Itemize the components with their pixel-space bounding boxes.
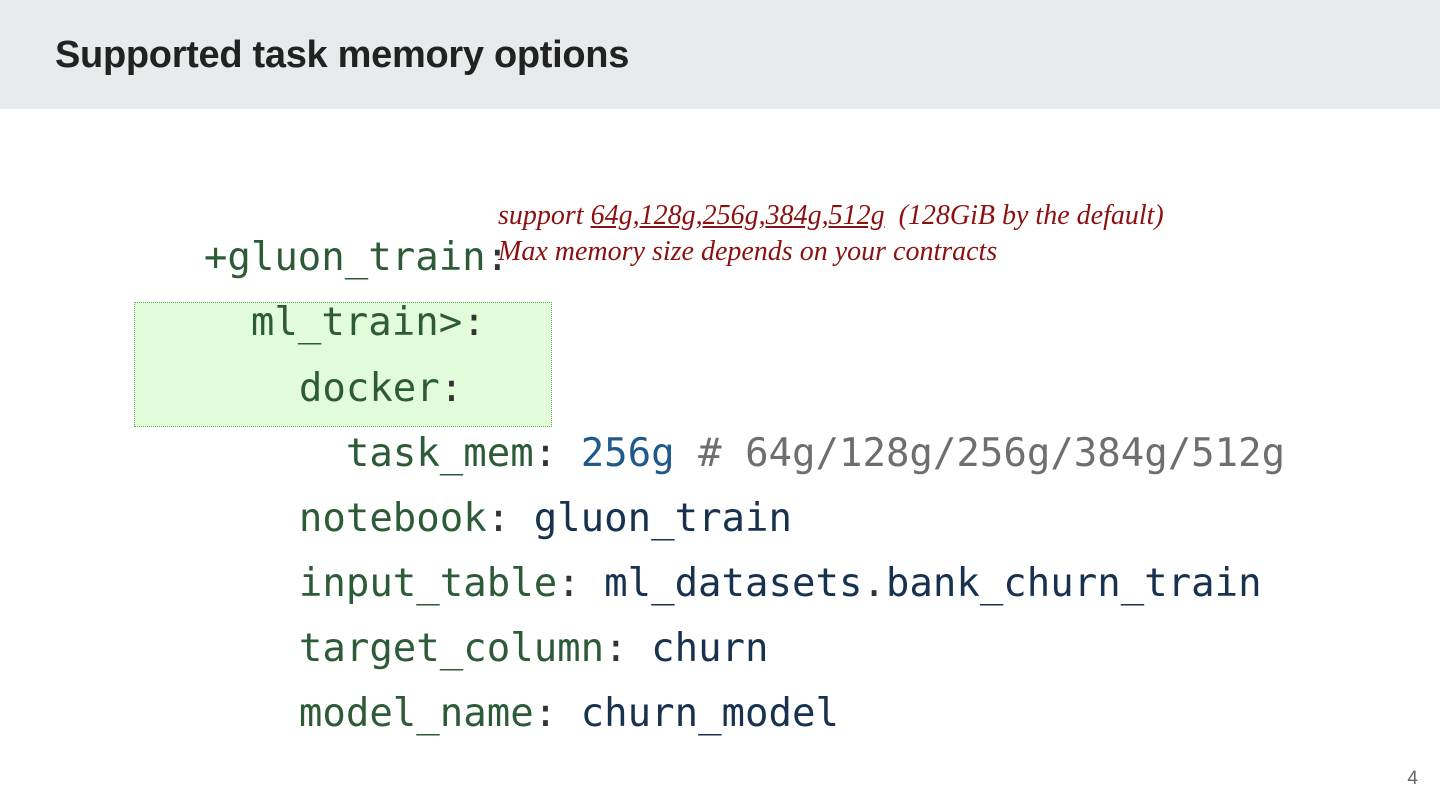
title-bar: Supported task memory options — [0, 0, 1440, 109]
code-line-docker: docker: — [158, 291, 463, 486]
code-value: bank_churn_train — [885, 561, 1262, 606]
code-line-model-name: model_name: churn_model — [158, 616, 839, 810]
code-line-notebook: notebook: gluon_train — [158, 421, 792, 616]
code-comment: # 64g/128g/256g/384g/512g — [674, 431, 1286, 476]
code-separator: : — [533, 431, 581, 476]
code-separator: : — [485, 235, 510, 280]
code-line-target-column: target_column: churn — [158, 551, 769, 746]
code-line-task-mem: task_mem: 256g # 64g/128g/256g/384g/512g — [205, 356, 1285, 551]
code-key: model_name — [298, 691, 534, 736]
code-value: churn — [651, 626, 769, 671]
code-separator: : — [486, 496, 534, 541]
code-separator: : — [557, 561, 605, 606]
code-key: notebook — [298, 496, 487, 541]
code-line-gluon-train: +gluon_train: — [63, 160, 509, 355]
code-separator: : — [604, 626, 652, 671]
code-separator: : — [533, 691, 581, 736]
code-key: input_table — [298, 561, 558, 606]
code-value: gluon_train — [533, 496, 792, 541]
slide-title: Supported task memory options — [55, 34, 630, 76]
code-dot: . — [862, 561, 886, 606]
code-key: ml_train> — [250, 300, 463, 345]
code-key: docker — [298, 366, 440, 411]
note-line-2: Max memory size depends on your contract… — [498, 236, 998, 267]
code-key: task_mem — [345, 431, 534, 476]
note-suffix: (128GiB by the default) — [884, 200, 1164, 231]
code-value: ml_datasets — [604, 561, 863, 606]
code-line-ml-train: ml_train>: — [110, 225, 486, 420]
code-separator: : — [462, 300, 486, 345]
note-prefix: support — [498, 200, 591, 231]
docker-highlight-box — [134, 302, 552, 427]
code-separator: : — [439, 366, 464, 411]
code-key: +gluon_train — [203, 235, 486, 280]
code-value: churn_model — [580, 691, 839, 736]
note-options: 64g,128g,256g,384g,512g — [590, 200, 885, 231]
code-value: 256g — [580, 431, 675, 476]
memory-note: support 64g,128g,256g,384g,512g (128GiB … — [498, 198, 1164, 270]
code-key: target_column — [298, 626, 605, 671]
code-line-input-table: input_table: ml_datasets.bank_churn_trai… — [158, 486, 1262, 681]
page-number: 4 — [1407, 768, 1418, 789]
